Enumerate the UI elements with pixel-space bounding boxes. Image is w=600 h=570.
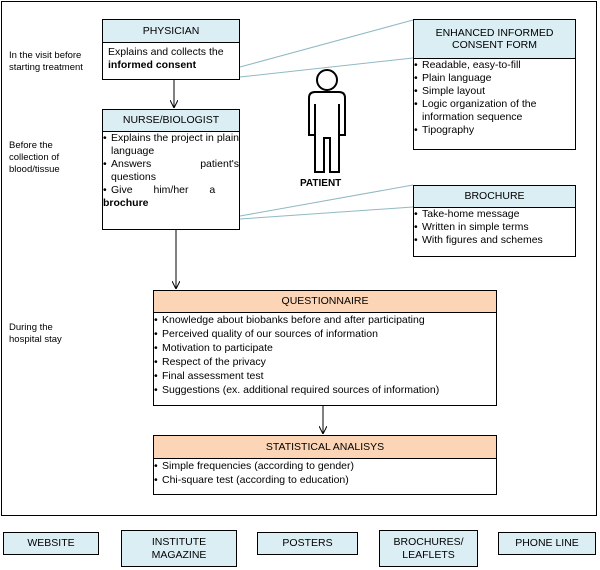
patient-figure [308, 69, 346, 173]
brochure-box: BROCHURE Take-home message Written in si… [413, 185, 576, 257]
statistical-title: STATISTICAL ANALISYS [154, 436, 496, 459]
physician-text-plain: Explains and collects the [108, 46, 224, 58]
consent-form-title: ENHANCED INFORMED CONSENT FORM [414, 20, 575, 59]
institute-magazine-box: INSTITUTE MAGAZINE [121, 530, 237, 567]
website-box: WEBSITE [3, 532, 99, 555]
nurse-give-bold: brochure [103, 197, 149, 209]
statistical-item: Simple frequencies (according to gender) [154, 459, 496, 473]
consent-item: Plain language [414, 72, 575, 85]
nurse-give-text: Give him/her a [111, 184, 216, 196]
patient-head [316, 69, 338, 91]
patient-label: PATIENT [300, 178, 342, 189]
questionnaire-item: Suggestions (ex. additional required sou… [154, 383, 496, 397]
side-label-collection: Before the collection of blood/tissue [9, 140, 60, 175]
physician-title: PHYSICIAN [103, 20, 239, 43]
brochure-item: Take-home message [414, 208, 575, 221]
connector-nurse-brochure-bottom [239, 206, 414, 220]
questionnaire-list: Knowledge about biobanks before and afte… [154, 313, 496, 397]
statistical-list: Simple frequencies (according to gender)… [154, 459, 496, 487]
nurse-box: NURSE/BIOLOGIST Explains the project in … [102, 109, 240, 230]
brochure-title: BROCHURE [414, 186, 575, 208]
phone-line-box: PHONE LINE [498, 532, 596, 555]
questionnaire-item: Perceived quality of our sources of info… [154, 327, 496, 341]
posters-box: POSTERS [257, 532, 358, 555]
nurse-list: Explains the project in plain language A… [103, 132, 239, 210]
statistical-box: STATISTICAL ANALISYS Simple frequencies … [153, 435, 497, 495]
patient-body [308, 91, 346, 173]
brochure-item: Written in simple terms [414, 221, 575, 234]
brochures-leaflets-box: BROCHURES/ LEAFLETS [379, 530, 478, 567]
connector-physician-consent-top [239, 19, 414, 68]
side-label-visit: In the visit before starting treatment [9, 50, 83, 73]
consent-item: Logic organization of the information se… [414, 98, 575, 124]
nurse-item: Answers patient's questions [103, 158, 239, 184]
nurse-item-give: Give him/her a brochure [103, 184, 239, 210]
consent-form-list: Readable, easy-to-fill Plain language Si… [414, 59, 575, 137]
physician-box: PHYSICIAN Explains and collects the info… [102, 19, 240, 80]
connector-physician-consent-bottom [239, 57, 414, 78]
questionnaire-item: Knowledge about biobanks before and afte… [154, 313, 496, 327]
brochure-item: With figures and schemes [414, 234, 575, 247]
questionnaire-item: Respect of the privacy [154, 355, 496, 369]
consent-item: Simple layout [414, 85, 575, 98]
physician-text: Explains and collects the informed conse… [103, 43, 239, 75]
nurse-title: NURSE/BIOLOGIST [103, 110, 239, 132]
questionnaire-item: Final assessment test [154, 369, 496, 383]
connector-nurse-brochure-top [239, 184, 414, 217]
side-label-stay: During the hospital stay [9, 322, 62, 345]
nurse-item: Explains the project in plain language [103, 132, 239, 158]
statistical-item: Chi-square test (according to education) [154, 473, 496, 487]
questionnaire-box: QUESTIONNAIRE Knowledge about biobanks b… [153, 290, 497, 406]
questionnaire-title: QUESTIONNAIRE [154, 291, 496, 313]
consent-form-box: ENHANCED INFORMED CONSENT FORM Readable,… [413, 19, 576, 150]
consent-item: Tipography [414, 124, 575, 137]
questionnaire-item: Motivation to participate [154, 341, 496, 355]
diagram-frame [1, 1, 597, 516]
consent-item: Readable, easy-to-fill [414, 59, 575, 72]
physician-text-bold: informed consent [108, 59, 197, 71]
brochure-list: Take-home message Written in simple term… [414, 208, 575, 247]
